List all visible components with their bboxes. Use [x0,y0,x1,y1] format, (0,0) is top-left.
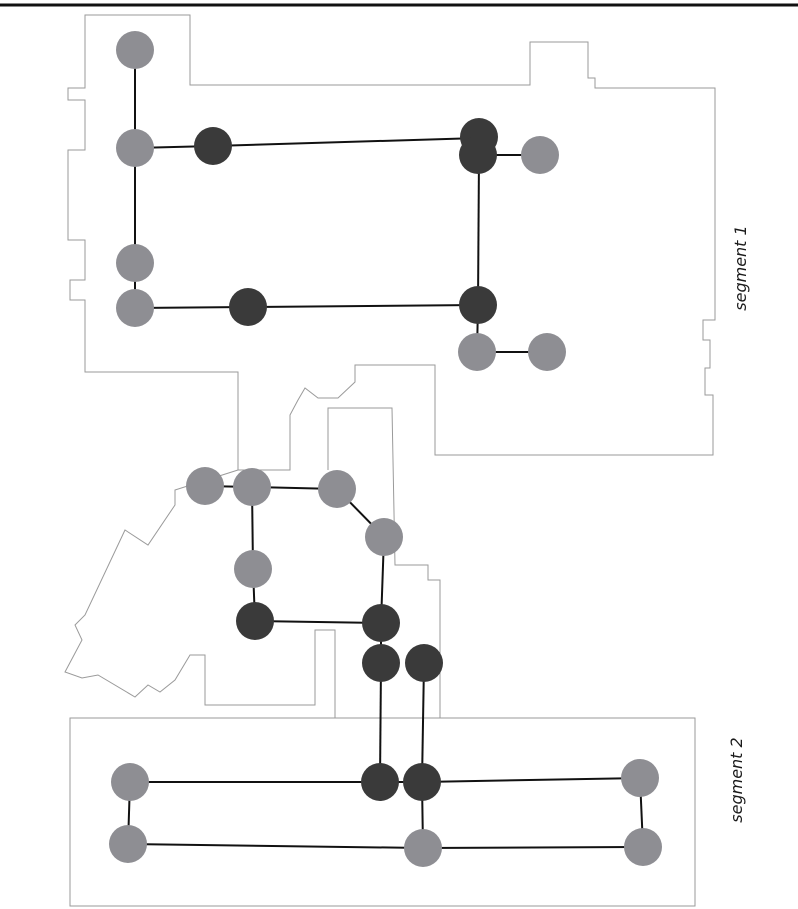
edge [254,620,382,624]
light-node [116,129,154,167]
light-node [521,136,559,174]
light-node [528,333,566,371]
light-node [404,829,442,867]
network-edges [127,50,644,849]
building-outline-middle [64,407,441,719]
segment-1-label: segment 1 [731,225,750,310]
edge [379,662,382,783]
dark-node [236,602,274,640]
dark-node [361,763,399,801]
light-node [116,244,154,282]
edge [477,154,480,306]
light-node [109,825,147,863]
dark-node [459,136,497,174]
light-node [233,468,271,506]
dark-node [229,288,267,326]
building-outline-lower [69,717,696,907]
edge [421,777,641,783]
light-node [318,470,356,508]
dark-node [194,127,232,165]
light-node [365,518,403,556]
dark-node [403,763,441,801]
edge [421,662,425,783]
edge [422,846,644,849]
light-node [624,828,662,866]
dark-node [405,644,443,682]
dark-node [362,604,400,642]
network-nodes [109,31,662,867]
light-node [116,289,154,327]
edge [127,843,424,849]
segment-2-label: segment 2 [727,737,746,822]
light-node [458,333,496,371]
dark-node [459,286,497,324]
building-outline-upper [67,14,716,471]
light-node [116,31,154,69]
light-node [111,763,149,801]
light-node [234,550,272,588]
building-outlines [64,14,716,907]
light-node [186,467,224,505]
dark-node [362,644,400,682]
light-node [621,759,659,797]
edge [247,304,479,308]
edge [212,137,480,147]
